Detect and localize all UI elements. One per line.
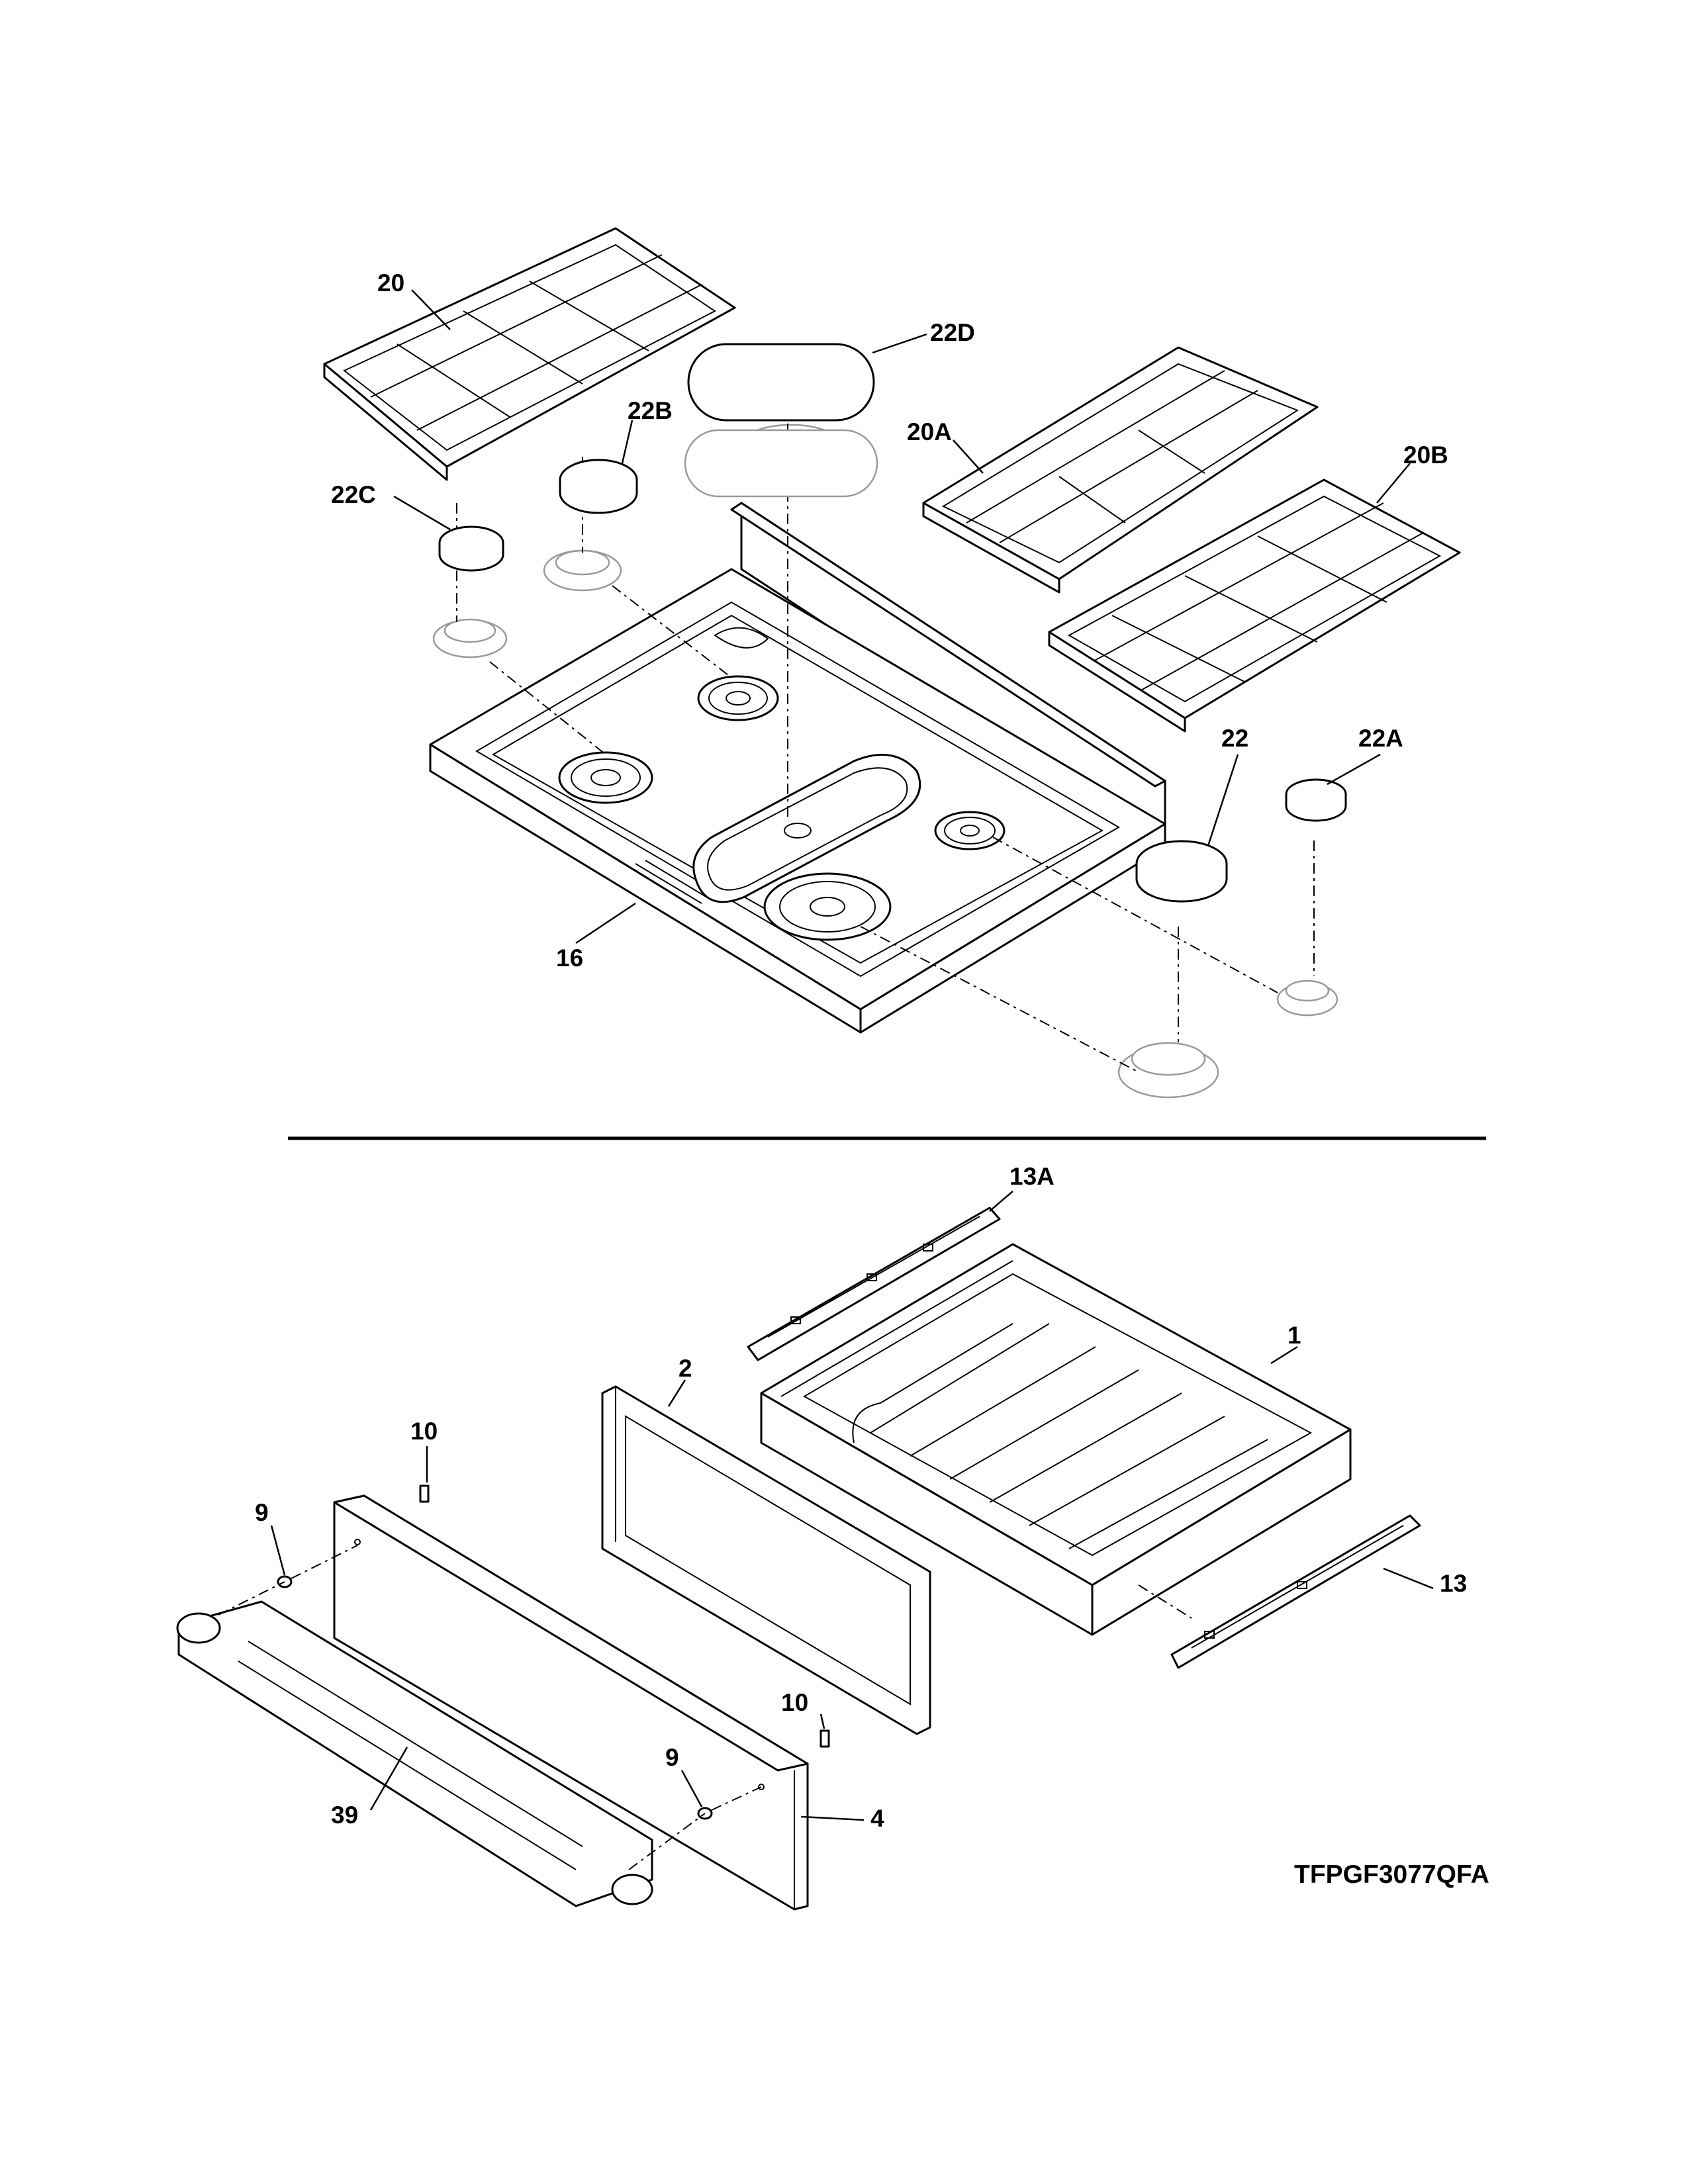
centerlines-bottom (218, 1545, 1192, 1870)
burner-grate-center-right (922, 346, 1319, 594)
model-code: TFPGF3077QFA (1294, 1860, 1489, 1889)
drawer-body (760, 1243, 1352, 1636)
callout-10-top: 10 (410, 1418, 438, 1445)
drawer-slide-left (747, 1206, 1001, 1361)
cooktop (429, 502, 1166, 1034)
leaders-bottom (270, 1191, 1434, 1821)
drawer-inner-panel (601, 1385, 931, 1735)
callout-20: 20 (377, 269, 404, 296)
drawer-handle (176, 1600, 653, 1907)
callout-13a: 13A (1009, 1163, 1055, 1190)
callout-9-bottom: 9 (665, 1744, 679, 1771)
callout-20b: 20B (1403, 441, 1448, 469)
callout-9-top: 9 (255, 1499, 269, 1526)
hardware (277, 1484, 830, 1820)
callout-20a: 20A (907, 418, 952, 445)
callout-13: 13 (1440, 1570, 1467, 1597)
callout-1: 1 (1288, 1322, 1301, 1349)
callout-39: 39 (331, 1801, 358, 1829)
leaders-top (393, 289, 1411, 944)
callout-4: 4 (870, 1805, 884, 1832)
callout-2: 2 (679, 1355, 692, 1382)
burner-caps (438, 343, 1347, 903)
callout-22a: 22A (1358, 725, 1403, 752)
drawer-front-panel (333, 1494, 809, 1911)
burner-grate-left (323, 227, 736, 481)
burner-grate-right (1048, 478, 1461, 733)
callout-22b: 22B (628, 397, 673, 424)
callout-22c: 22C (331, 481, 376, 508)
callout-22: 22 (1221, 725, 1248, 752)
callout-22d: 22D (930, 319, 975, 346)
callout-16: 16 (556, 944, 583, 972)
callout-10-bottom: 10 (781, 1689, 808, 1716)
drawer-slide-right (1170, 1514, 1421, 1669)
